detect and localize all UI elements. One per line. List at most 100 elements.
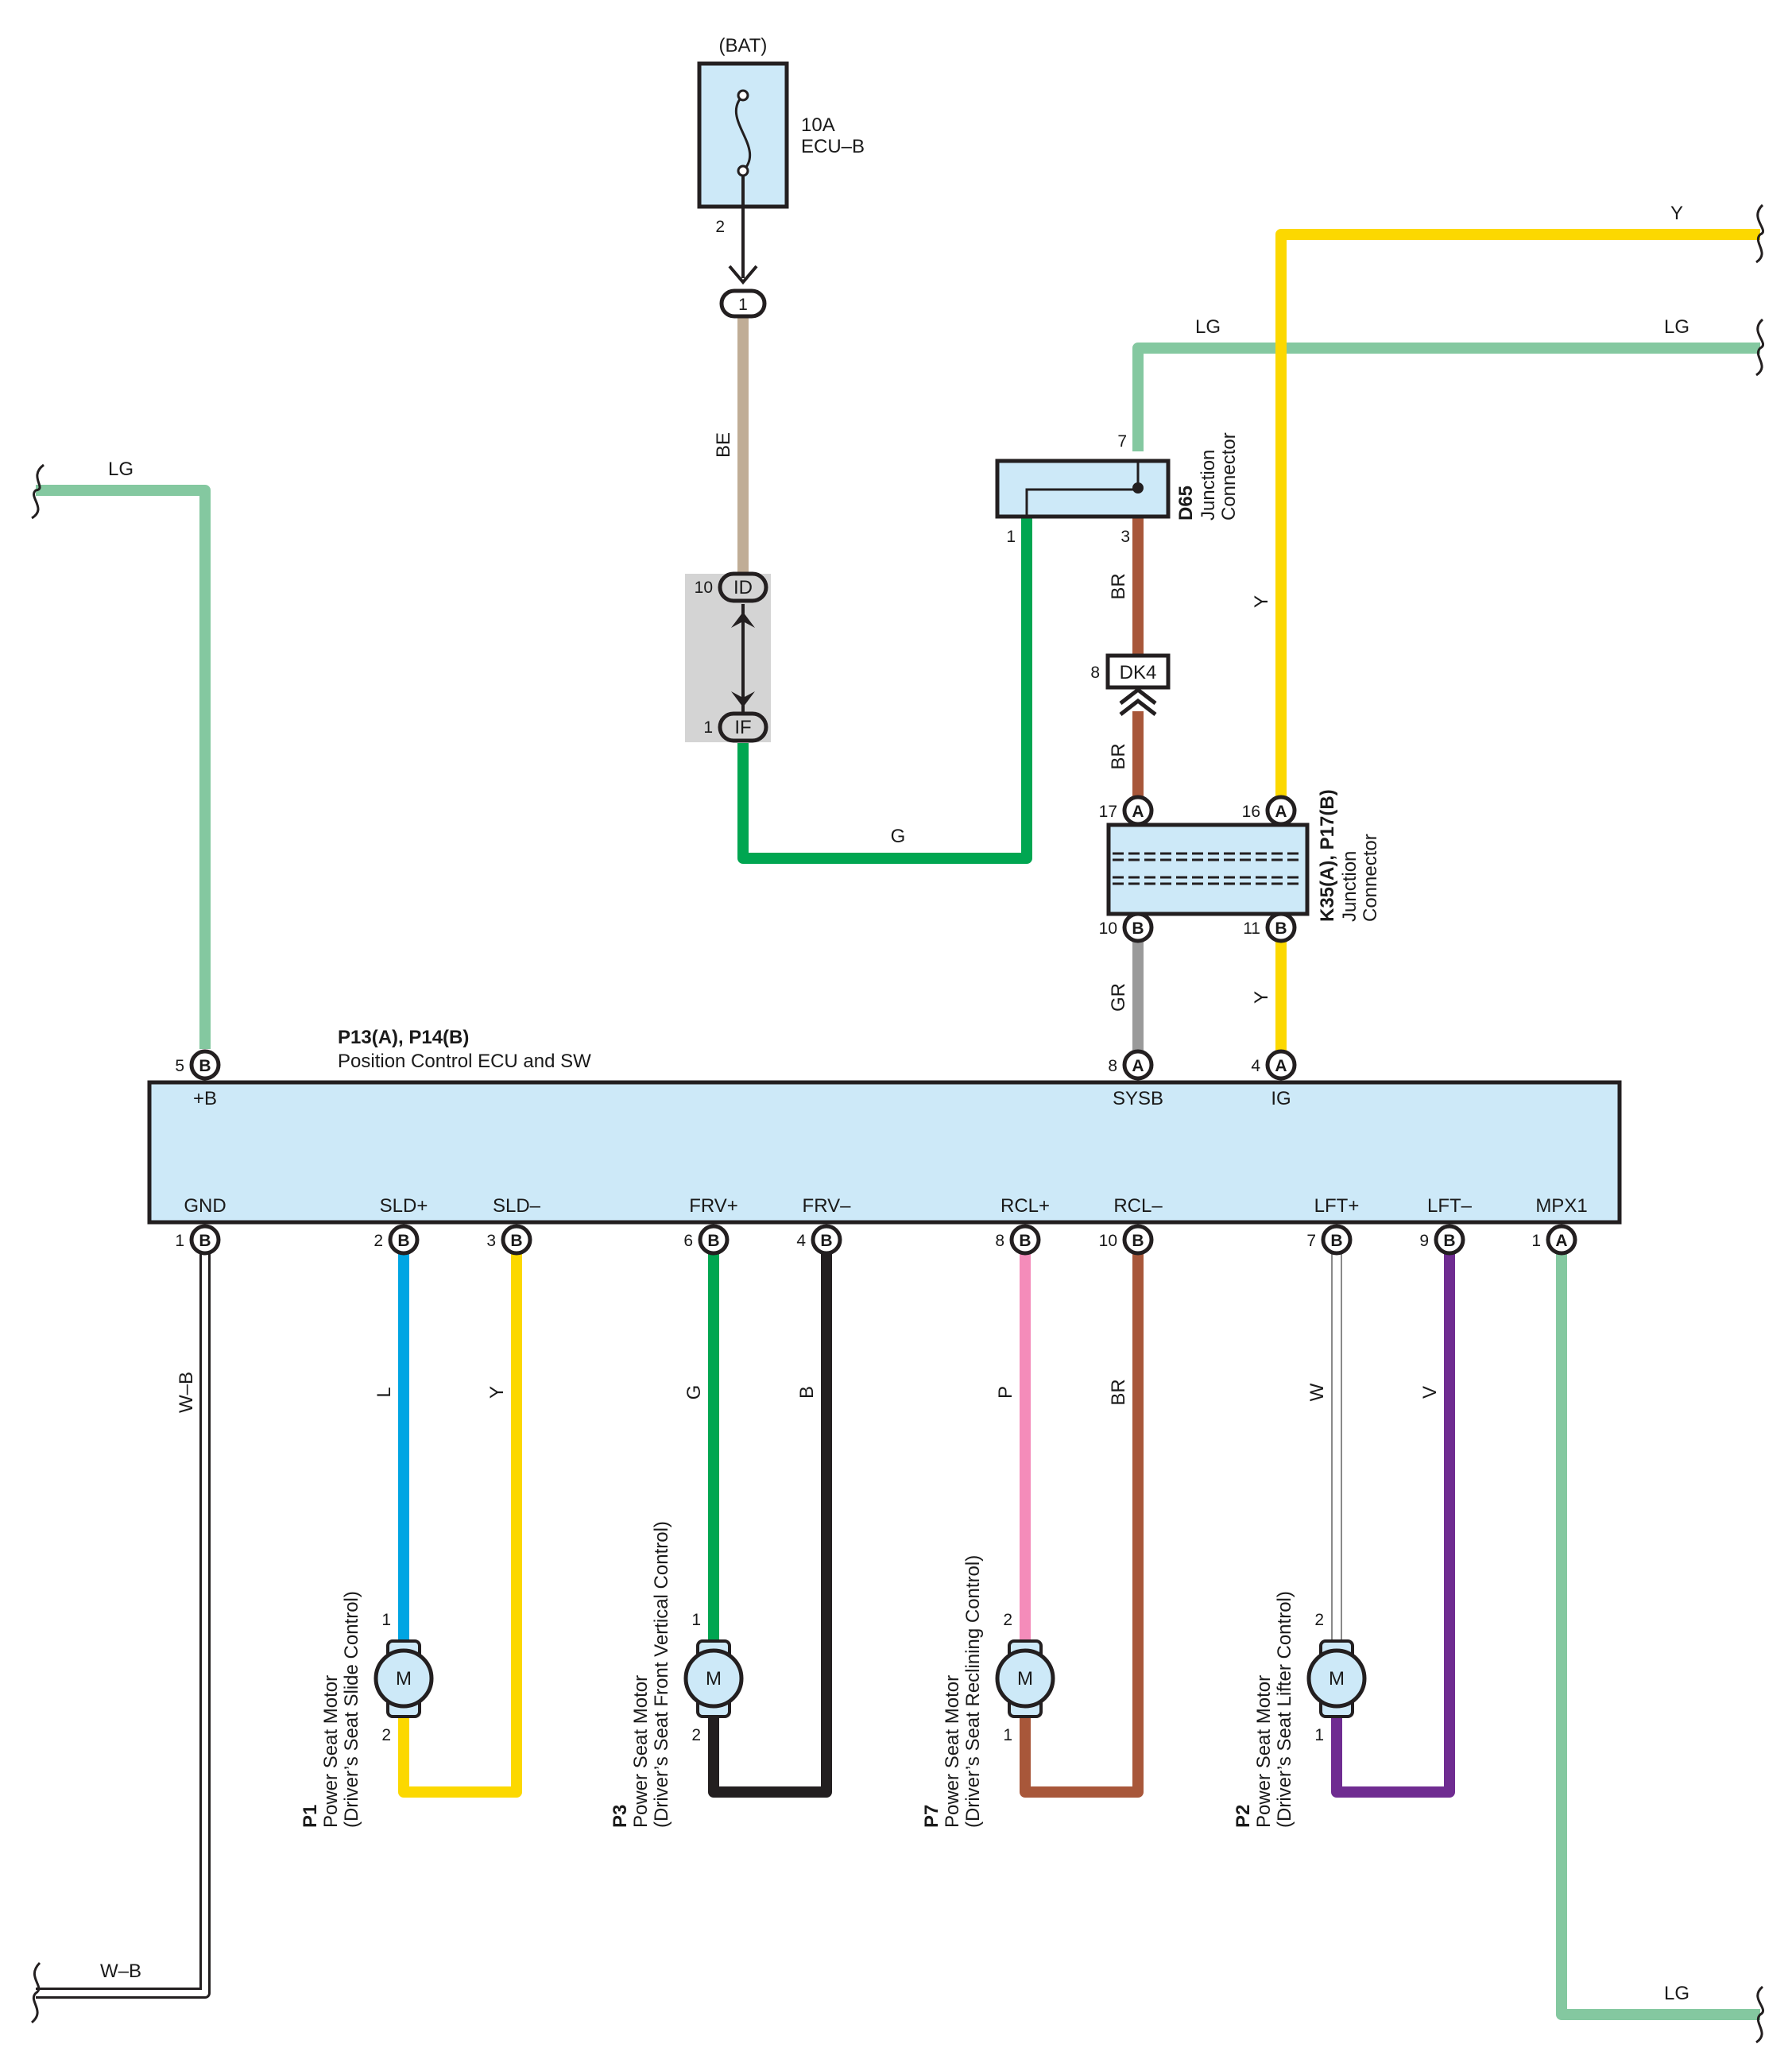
svg-text:1: 1	[175, 1232, 184, 1250]
k35-code: K35(A), P17(B)	[1317, 789, 1338, 922]
splice-if-pin: 1	[703, 718, 713, 737]
splice-id-pill	[718, 571, 768, 603]
k35-pin10: 10	[1099, 919, 1117, 938]
svg-text:(Driver’s Seat Reclining Contr: (Driver’s Seat Reclining Control)	[962, 1555, 984, 1828]
svg-text:B: B	[510, 1232, 522, 1250]
fuse-source: (BAT)	[719, 35, 768, 56]
break-mark-lg-top	[1755, 318, 1765, 377]
label-y-top: Y	[1670, 203, 1683, 224]
svg-text:IG: IG	[1271, 1088, 1291, 1109]
connector-1-pin: 1	[738, 296, 748, 314]
ecu-terminal-frv-minus: FRV– B 4	[796, 1195, 851, 1256]
svg-text:B: B	[1132, 1232, 1144, 1250]
svg-text:FRV+: FRV+	[689, 1195, 738, 1217]
svg-text:1: 1	[381, 1611, 391, 1629]
svg-text:LFT–: LFT–	[1427, 1195, 1473, 1217]
ecu-terminal-gnd: GND B 1	[175, 1195, 226, 1256]
svg-text:(Driver’s Seat Slide Control): (Driver’s Seat Slide Control)	[341, 1591, 362, 1828]
svg-text:SYSB: SYSB	[1113, 1088, 1163, 1109]
svg-text:8: 8	[995, 1232, 1004, 1250]
label-lg-top-mid: LG	[1195, 316, 1221, 338]
arrow-up-icon	[731, 612, 755, 628]
dk4-code: DK4	[1120, 662, 1157, 683]
fuse-rating: 10A	[801, 114, 835, 136]
ecu-terminal-sld-minus: SLD– B 3	[486, 1195, 541, 1256]
ecu-name: Position Control ECU and SW	[338, 1051, 591, 1072]
wire-b-frv	[708, 1252, 832, 1798]
label-wb-vertical: W–B	[176, 1372, 197, 1413]
wire-y-top	[1275, 229, 1760, 799]
fuse-element-icon	[734, 94, 752, 172]
fuse-pin: 2	[715, 218, 725, 236]
wire-lg-top	[1132, 343, 1760, 451]
fuse-name: ECU–B	[801, 136, 865, 157]
wire-lg-bottom	[1556, 1252, 1760, 2020]
wire-v-lft	[1331, 1252, 1455, 1798]
svg-text:Power Seat Motor: Power Seat Motor	[1253, 1675, 1275, 1828]
ecu-terminal-plus-b: B 5 +B	[175, 1049, 221, 1109]
svg-text:4: 4	[1251, 1057, 1260, 1075]
k35-pin17: 17	[1099, 803, 1117, 821]
break-mark-lg-bottom	[1755, 1985, 1765, 2044]
svg-text:8: 8	[1108, 1057, 1117, 1075]
svg-text:2: 2	[691, 1726, 701, 1744]
svg-text:9: 9	[1419, 1232, 1429, 1250]
svg-text:SLD+: SLD+	[380, 1195, 428, 1217]
d65-name1: Junction	[1198, 450, 1219, 521]
svg-text:2: 2	[373, 1232, 383, 1250]
ecu-terminal-ig: A 4 IG	[1251, 1049, 1297, 1109]
d65-junction-dot	[1132, 482, 1144, 494]
d65-name2: Connector	[1218, 432, 1240, 521]
wire-lg-left	[36, 485, 211, 1049]
ecu-code: P13(A), P14(B)	[338, 1027, 469, 1048]
ecu-terminal-frv-plus: FRV+ B 6	[683, 1195, 738, 1256]
motor-p3: M 1 2 P3 Power Seat Motor (Driver’s Seat…	[610, 1521, 744, 1828]
label-br-lower: BR	[1108, 743, 1129, 769]
splice-id-pin: 10	[695, 579, 713, 597]
svg-text:B: B	[1132, 919, 1144, 938]
svg-text:1: 1	[691, 1611, 701, 1629]
svg-text:A: A	[1275, 803, 1287, 821]
svg-text:Power Seat Motor: Power Seat Motor	[942, 1675, 963, 1828]
splice-if-code: IF	[734, 717, 751, 738]
label-wb-horizontal: W–B	[100, 1961, 141, 1982]
svg-text:Power Seat Motor: Power Seat Motor	[630, 1675, 652, 1828]
connector-1-pill	[719, 288, 767, 319]
svg-text:A: A	[1132, 1057, 1144, 1075]
motor-p7: M 2 1 P7 Power Seat Motor (Driver’s Seat…	[921, 1555, 1055, 1828]
chevron-up-icon	[1119, 687, 1157, 716]
k35-terminal-17: A	[1122, 795, 1154, 826]
splice-if-pill	[718, 711, 768, 743]
svg-text:B: B	[1443, 1232, 1455, 1250]
svg-text:B: B	[199, 1057, 211, 1075]
label-l: L	[373, 1387, 395, 1397]
label-br-upper: BR	[1108, 573, 1129, 599]
ecu-terminal-sysb: A 8 SYSB	[1108, 1049, 1163, 1109]
d65-code: D65	[1175, 486, 1197, 521]
label-p-rcl: P	[995, 1386, 1016, 1399]
label-v-lft: V	[1419, 1386, 1441, 1399]
svg-text:1: 1	[1003, 1726, 1012, 1744]
motor-p2: M 2 1 P2 Power Seat Motor (Driver’s Seat…	[1233, 1591, 1367, 1828]
svg-text:(Driver’s Seat Front Vertical: (Driver’s Seat Front Vertical Control)	[651, 1521, 672, 1828]
svg-text:B: B	[199, 1232, 211, 1250]
svg-text:M: M	[1017, 1668, 1033, 1690]
svg-text:7: 7	[1306, 1232, 1316, 1250]
svg-text:SLD–: SLD–	[493, 1195, 541, 1217]
svg-text:(Driver’s Seat Lifter Control): (Driver’s Seat Lifter Control)	[1274, 1591, 1295, 1828]
break-mark-wb	[30, 1961, 41, 2024]
svg-text:10: 10	[1099, 1232, 1117, 1250]
d65-pin1: 1	[1006, 528, 1016, 546]
break-mark-y-top	[1755, 203, 1765, 264]
svg-text:+B: +B	[193, 1088, 217, 1109]
svg-text:RCL–: RCL–	[1113, 1195, 1163, 1217]
k35-pin16: 16	[1242, 803, 1260, 821]
svg-text:MPX1: MPX1	[1535, 1195, 1587, 1217]
break-mark-lg-left	[31, 463, 45, 520]
arrow-down-icon-2	[731, 691, 755, 707]
svg-text:5: 5	[175, 1057, 184, 1075]
svg-text:P2: P2	[1233, 1805, 1254, 1828]
ecu-terminal-rcl-plus: RCL+ B 8	[995, 1195, 1050, 1256]
svg-text:A: A	[1132, 803, 1144, 821]
